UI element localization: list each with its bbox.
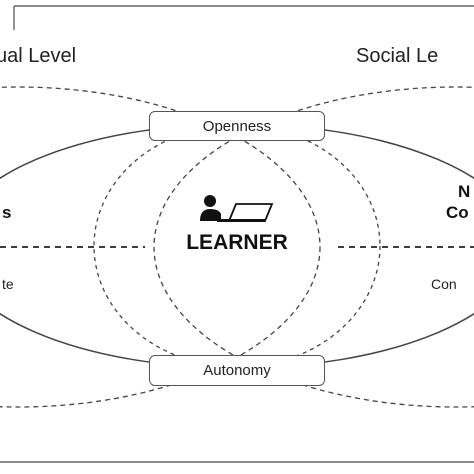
learner-at-laptop-icon	[200, 195, 274, 222]
learner-label: LEARNER	[186, 231, 288, 254]
left-lower-fragment: te	[2, 276, 14, 292]
right-lower-fragment: Con	[431, 276, 457, 292]
social-level-ellipse	[153, 86, 474, 408]
left-upper-fragment: s	[2, 203, 12, 222]
autonomy-node: Autonomy	[149, 355, 325, 386]
individual-level-ellipse	[0, 86, 321, 408]
openness-node: Openness	[149, 111, 325, 141]
right-upper-fragment-1: N	[458, 182, 471, 201]
learner-oval	[93, 124, 381, 368]
right-upper-fragment-2: Co	[446, 203, 469, 222]
individual-level-label: ual Level	[0, 45, 77, 67]
social-level-label: Social Le	[356, 45, 439, 67]
